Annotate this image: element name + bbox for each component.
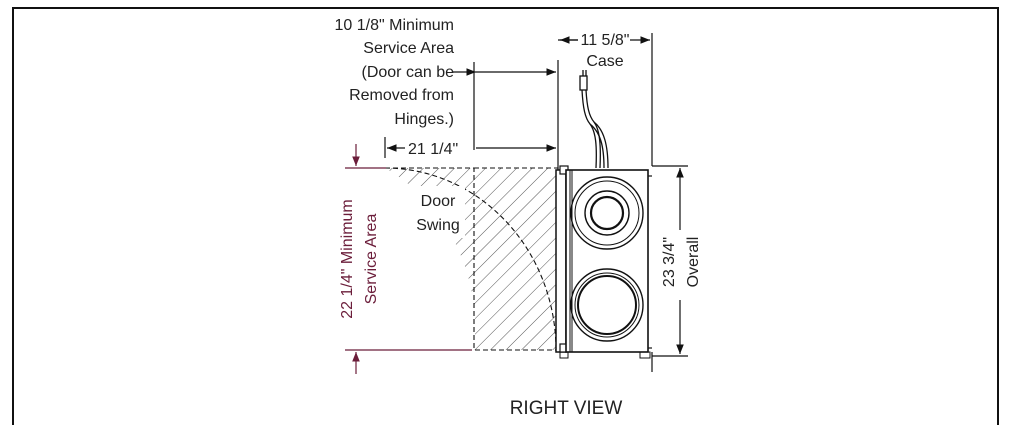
service-area-line1: 10 1/8" Minimum bbox=[335, 17, 455, 34]
service-area-side-dimension bbox=[345, 144, 472, 374]
service-area-top-dimension bbox=[453, 60, 559, 175]
overall-height-dimension bbox=[651, 165, 688, 372]
overall-height-value: 23 3/4" bbox=[661, 237, 678, 287]
service-area-side-line2: Service Area bbox=[363, 214, 380, 305]
service-area-line4: Removed from bbox=[349, 87, 454, 104]
case-width-value: 11 5/8" bbox=[581, 32, 630, 49]
door-width-dimension bbox=[384, 137, 556, 158]
door-swing-label-line2: Swing bbox=[416, 217, 460, 234]
door-swing-area bbox=[384, 167, 559, 351]
drawing-border bbox=[12, 7, 999, 425]
case-width-dimension bbox=[558, 33, 653, 166]
service-area-line3: (Door can be bbox=[362, 64, 455, 81]
power-cord bbox=[579, 70, 609, 169]
overall-height-label: Overall bbox=[685, 237, 702, 288]
door-width-label: 21 1/4" bbox=[408, 141, 458, 158]
door-swing-label-line1: Door bbox=[421, 193, 456, 210]
service-area-line2: Service Area bbox=[363, 40, 454, 57]
case-width-label: Case bbox=[586, 53, 623, 70]
view-title: RIGHT VIEW bbox=[510, 398, 623, 419]
service-area-side-line1: 22 1/4" Minimum bbox=[339, 199, 356, 319]
unit-side-view bbox=[555, 165, 652, 359]
service-area-line5: Hinges.) bbox=[394, 111, 454, 128]
